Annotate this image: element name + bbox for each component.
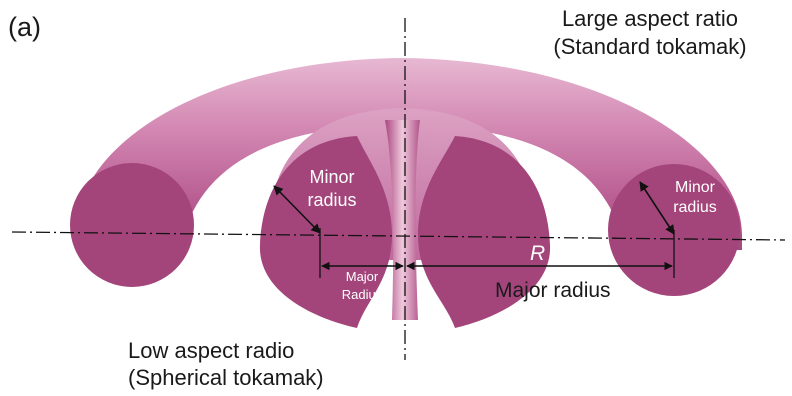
standard-title-line1: Large aspect ratio <box>520 8 780 30</box>
major-radius-label: Major radius <box>495 280 611 301</box>
panel-label: (a) <box>8 14 41 41</box>
spherical-title-line2: (Spherical tokamak) <box>128 367 324 389</box>
major-radius-small-line1: Major <box>322 270 402 283</box>
minor-radius-right-line2: radius <box>662 200 728 216</box>
minor-radius-right-line1: Minor <box>662 180 728 196</box>
minor-radius-label-right: Minor radius <box>662 180 728 216</box>
major-radius-symbol: R <box>530 243 545 264</box>
minor-radius-left-line1: Minor <box>292 168 372 186</box>
minor-radius-label-left: Minor radius <box>292 168 372 209</box>
major-radius-small-line2: Radius <box>322 288 402 301</box>
standard-tokamak-title: Large aspect ratio (Standard tokamak) <box>520 8 780 58</box>
spherical-tokamak-title: Low aspect radio (Spherical tokamak) <box>128 340 324 389</box>
major-radius-small-label: Major Radius <box>322 270 402 301</box>
standard-title-line2: (Standard tokamak) <box>520 36 780 58</box>
standard-cross-section-left <box>70 163 194 287</box>
minor-radius-left-line2: radius <box>292 191 372 209</box>
spherical-title-line1: Low aspect radio <box>128 340 324 362</box>
